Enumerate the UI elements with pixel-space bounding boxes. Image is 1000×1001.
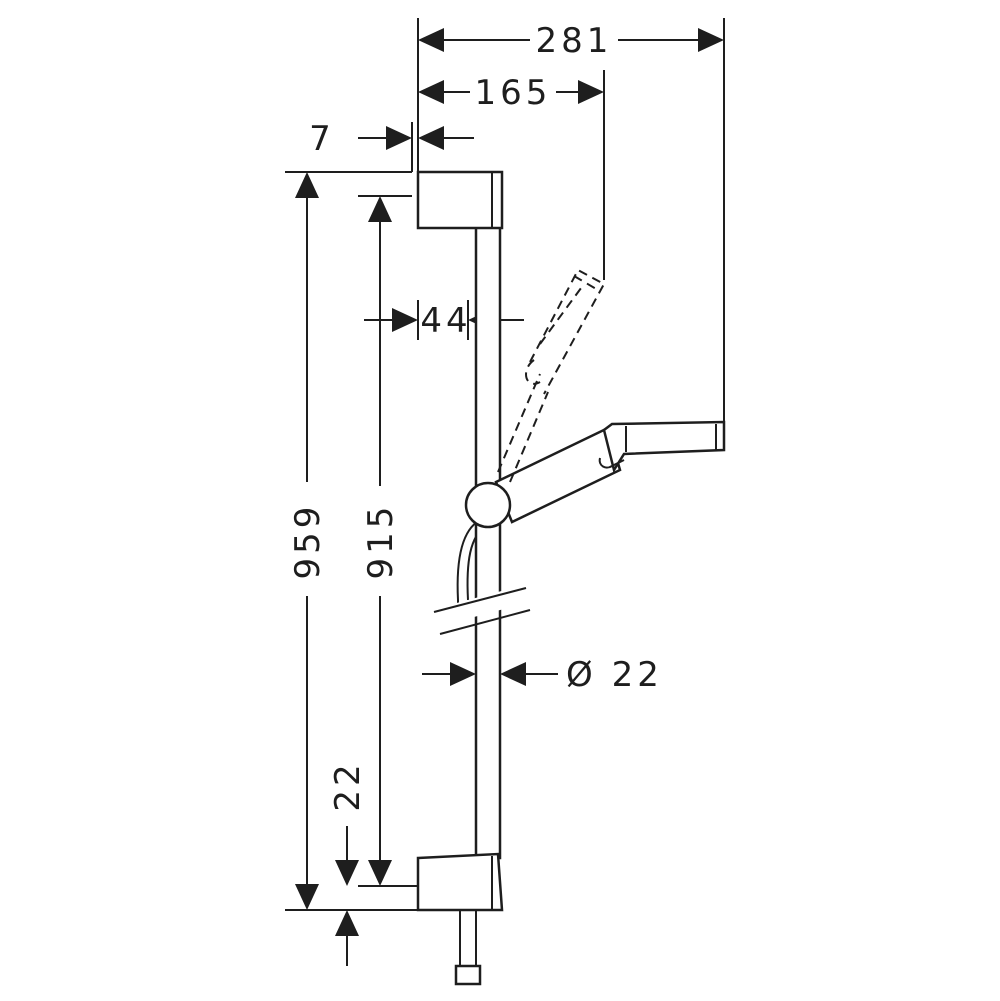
dimension-959-label: 959 [288,503,328,580]
dimension-22-bracket-label: 22 [328,760,368,811]
dimension-915: 915 [361,196,401,886]
dimension-915-label: 915 [361,503,401,580]
dimension-165-label: 165 [475,73,552,113]
rail-break-marks [433,583,533,635]
dimension-44-label: 44 [420,301,471,341]
dimension-7-label: 7 [309,119,335,159]
dimension-281: 281 [418,21,724,61]
shower-holder [464,481,512,529]
dimension-281-label: 281 [536,21,613,61]
dimension-diameter-22-label: Ø 22 [566,655,663,695]
hose-end [454,910,482,986]
shower-rail [474,224,502,860]
dimension-diameter-22: Ø 22 [422,655,663,695]
hand-shower-tilted-position [497,268,606,483]
dimension-22-bracket: 22 [328,760,368,966]
dimension-959: 959 [288,172,328,910]
horizontal-extension-lines [285,171,418,911]
top-wall-bracket [416,170,504,230]
hand-shower [494,420,726,524]
dimension-165: 165 [418,73,604,113]
bottom-wall-bracket [416,852,504,912]
hose-bend [456,519,481,612]
dimension-7: 7 [309,119,474,159]
